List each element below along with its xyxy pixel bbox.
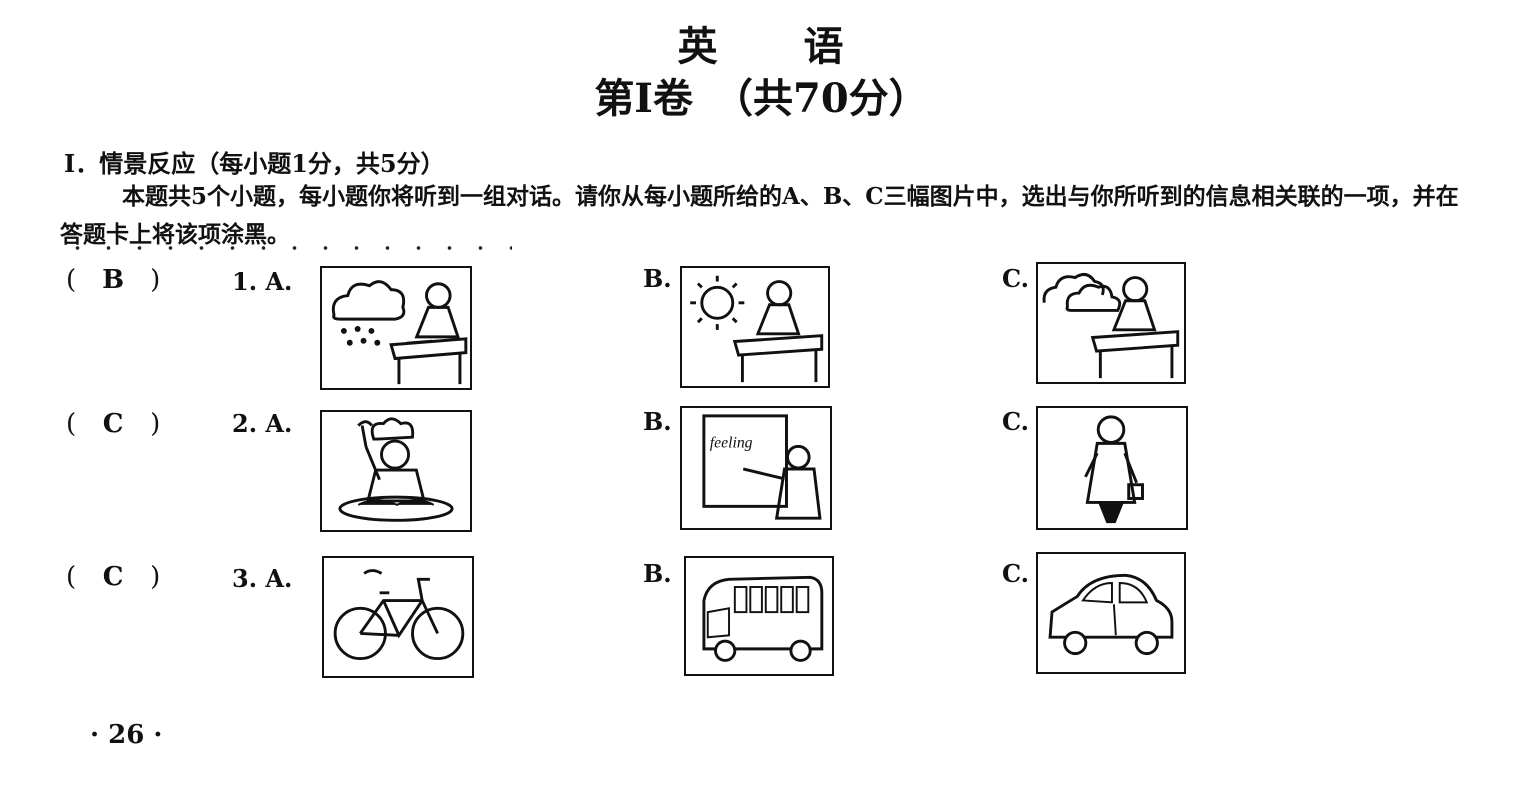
question-3-number: 3. A.: [232, 564, 293, 593]
question-3-answer: C: [102, 562, 124, 592]
bus-icon: [684, 556, 834, 676]
question-1-option-c-letter: C.: [1002, 264, 1030, 293]
blackboard-word: feeling: [710, 434, 753, 451]
page-title: 英 语: [677, 23, 846, 70]
bicycle-icon: [322, 556, 474, 678]
question-3-answer-slot: (C): [66, 562, 161, 592]
question-1-answer: B: [102, 265, 125, 295]
section-instructions: 本题共5个小题，每小题你将听到一组对话。请你从每小题所给的A、B、C三幅图片中，…: [60, 183, 1459, 248]
teacher-blackboard-icon: feeling: [680, 406, 832, 530]
car-icon: [1036, 552, 1186, 674]
question-2-option-b-letter: B.: [643, 407, 672, 436]
question-1-answer-slot: (B): [66, 265, 161, 295]
question-3-option-b-letter: B.: [643, 559, 672, 588]
question-2-answer-slot: (C): [66, 409, 161, 439]
cook-icon: [320, 410, 472, 532]
question-2-answer: C: [102, 409, 124, 439]
question-2-option-c-letter: C.: [1002, 407, 1030, 436]
page-number: · 26 ·: [90, 720, 163, 750]
section-heading: Ⅰ．情景反应（每小题1分，共5分）: [64, 149, 445, 178]
doctor-icon: [1036, 406, 1188, 530]
emphasis-dots: [62, 244, 512, 252]
rain-cloud-student-icon: [320, 266, 472, 390]
question-3-option-c-letter: C.: [1002, 559, 1030, 588]
sun-student-icon: [680, 266, 830, 388]
question-1-option-b-letter: B.: [643, 264, 672, 293]
paper-subtitle: 第Ⅰ卷 （共70分）: [594, 75, 929, 122]
question-1-number: 1. A.: [232, 267, 293, 296]
cloudy-student-icon: [1036, 262, 1186, 384]
question-2-number: 2. A.: [232, 409, 293, 438]
